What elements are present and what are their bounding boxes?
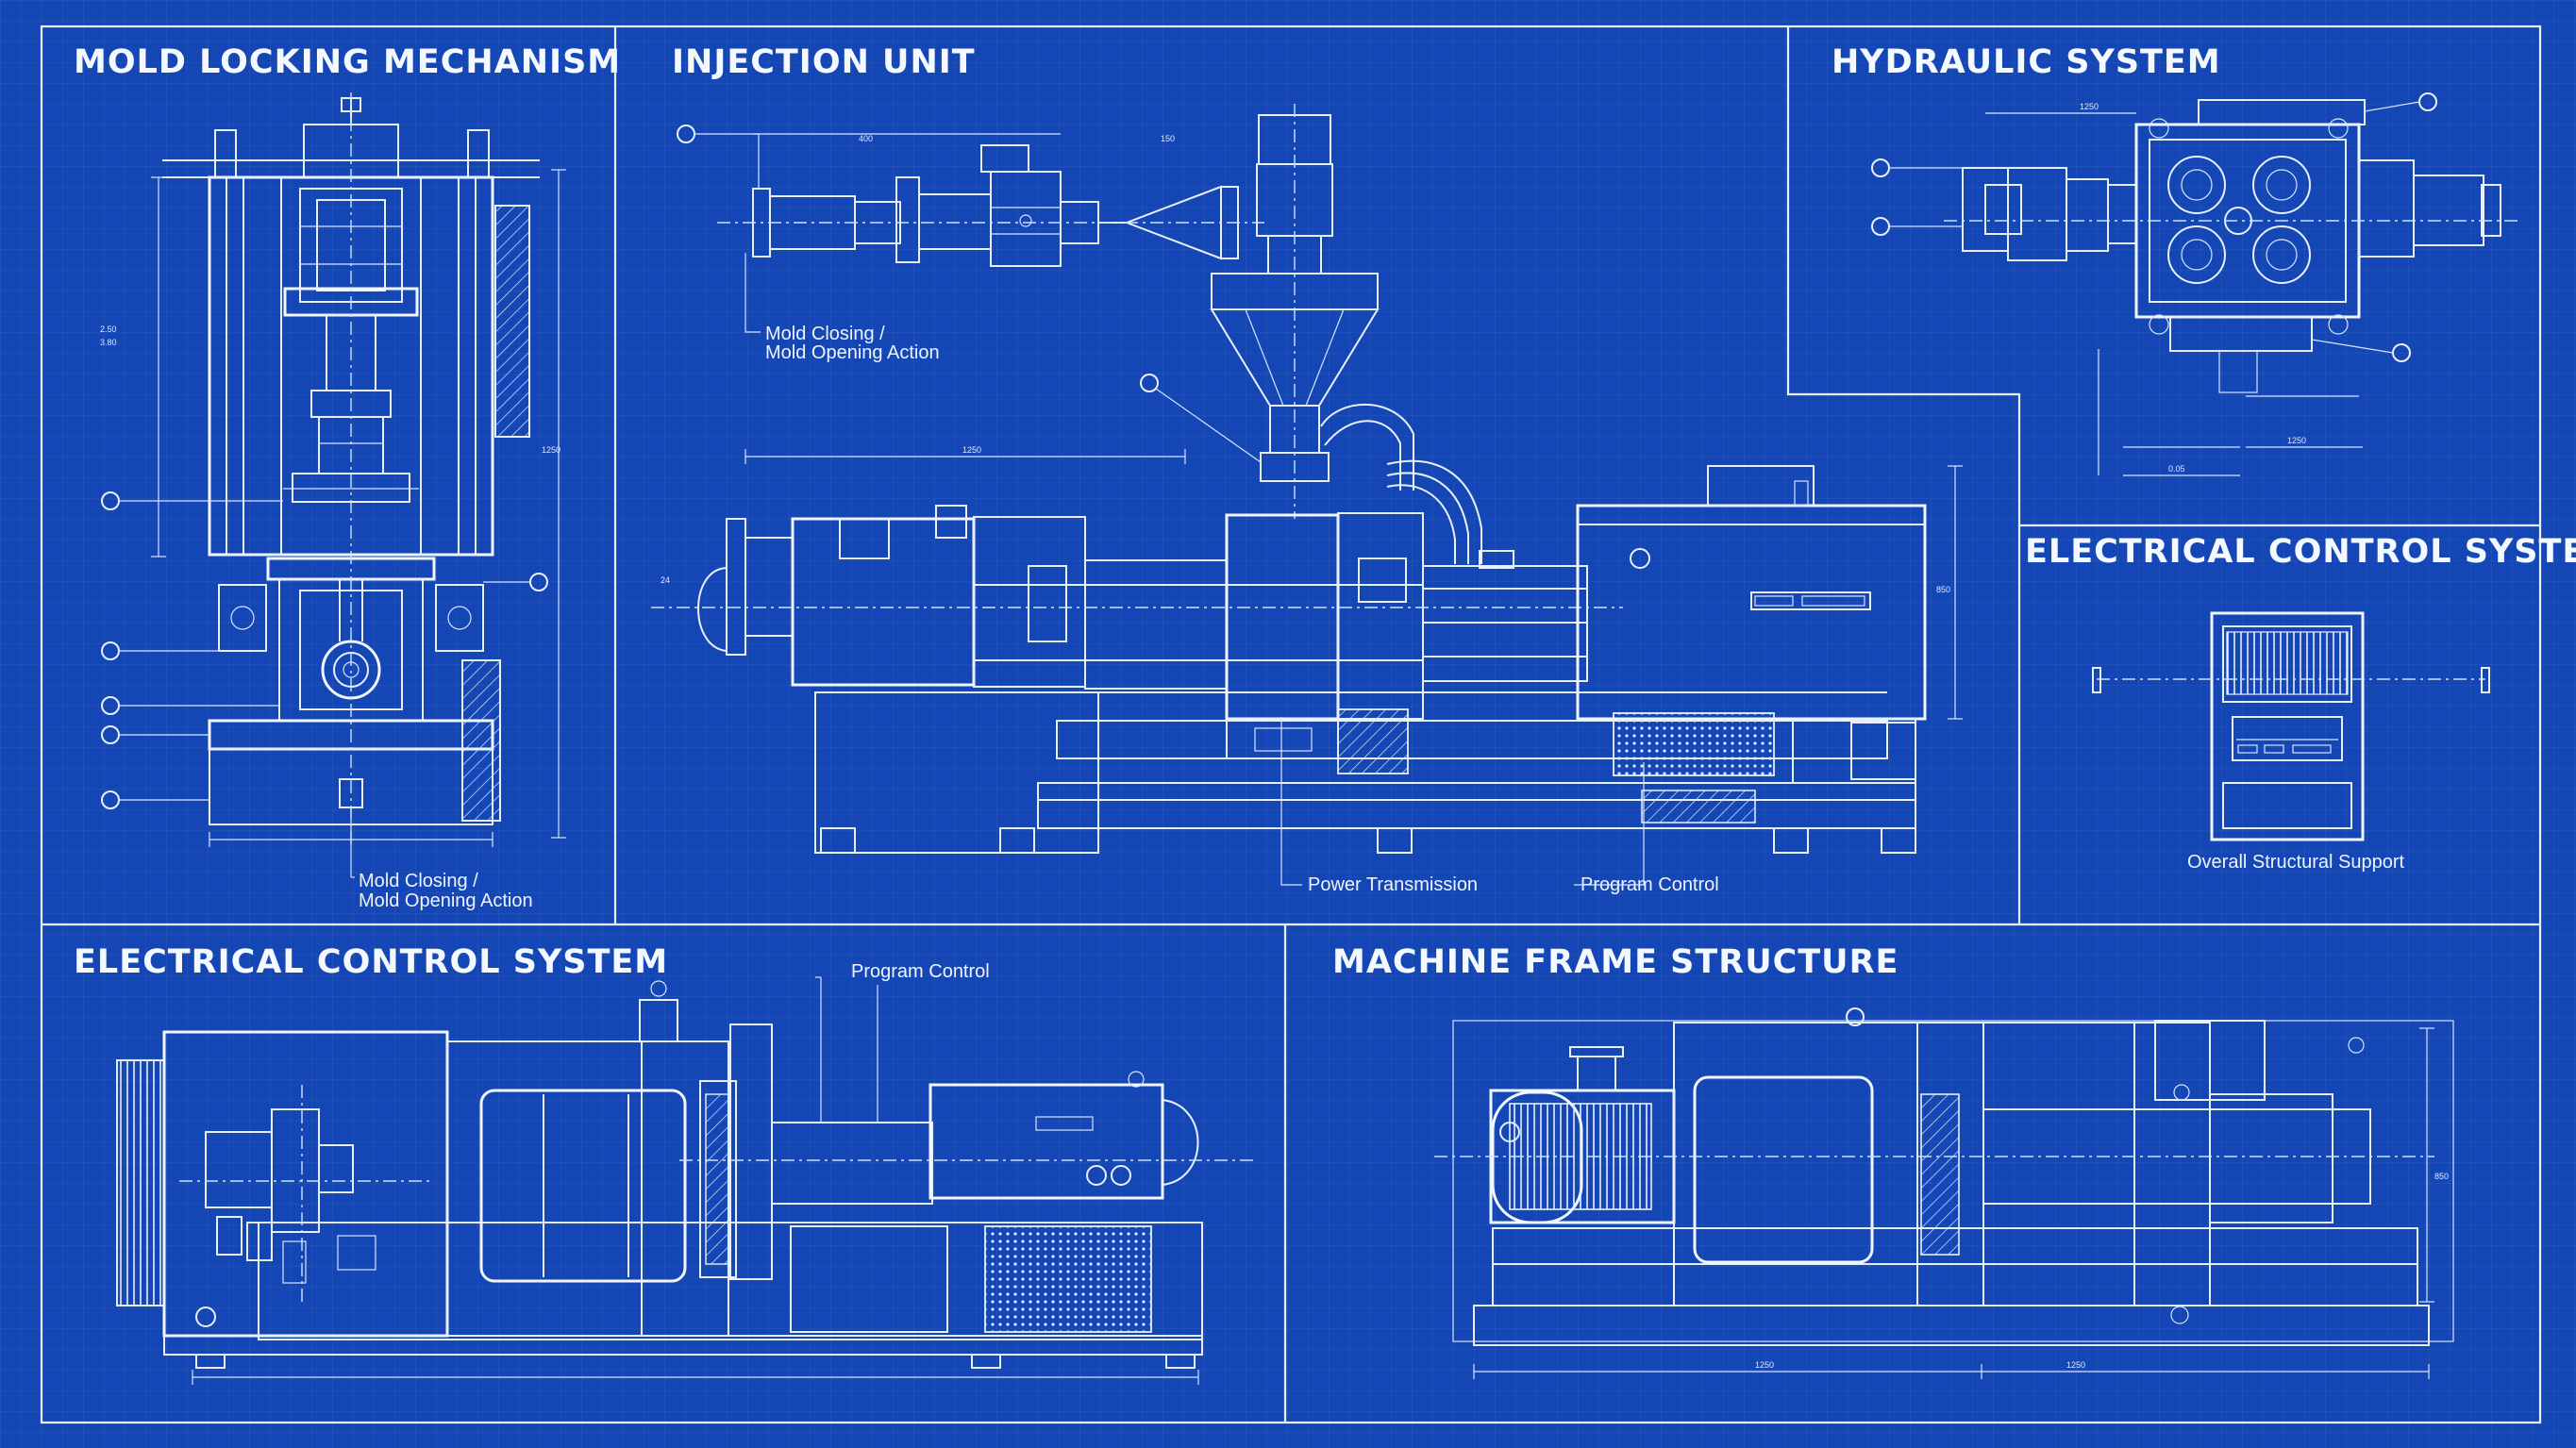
electrical-bottom-drawing xyxy=(116,976,1255,1385)
mold-locking-title: MOLD LOCKING MECHANISM xyxy=(74,43,621,81)
svg-text:1250: 1250 xyxy=(962,445,981,455)
bottom-program-control-caption: Program Control xyxy=(851,961,990,982)
program-control-caption: Program Control xyxy=(1581,874,1719,895)
machine-frame-drawing: 1250 1250 850 xyxy=(1434,1007,2454,1379)
main-barrel: 24 850 xyxy=(651,445,1963,886)
power-transmission-caption: Power Transmission xyxy=(1308,874,1478,895)
svg-text:400: 400 xyxy=(859,134,873,143)
svg-text:24: 24 xyxy=(661,575,670,585)
electrical-right-title: ELECTRICAL CONTROL SYSTEM xyxy=(2025,533,2576,571)
svg-text:1250: 1250 xyxy=(2066,1360,2085,1370)
electrical-right-drawing xyxy=(2092,611,2490,841)
structural-support-caption: Overall Structural Support xyxy=(2187,852,2405,873)
svg-text:2.50: 2.50 xyxy=(100,325,117,334)
svg-text:1250: 1250 xyxy=(542,445,560,455)
electrical-bottom-title: ELECTRICAL CONTROL SYSTEM xyxy=(74,943,668,981)
hydraulic-drawing: 0.05 1250 1250 xyxy=(1871,92,2519,476)
hydraulic-title: HYDRAULIC SYSTEM xyxy=(1832,43,2221,81)
hydraulic-callouts xyxy=(1871,92,2437,362)
svg-text:3.80: 3.80 xyxy=(100,338,117,347)
injection-caption-line2: Mold Opening Action xyxy=(765,342,940,363)
svg-text:1250: 1250 xyxy=(2287,436,2306,445)
injection-caption-line1: Mold Closing / xyxy=(765,324,885,344)
screw-assembly: 400 150 xyxy=(677,125,1264,333)
panel-frames xyxy=(40,25,2542,1424)
machine-frame-title: MACHINE FRAME STRUCTURE xyxy=(1332,943,1899,981)
mold-locking-caption-line1: Mold Closing / xyxy=(359,871,478,891)
injection-unit-drawing: 400 150 xyxy=(651,104,1963,886)
svg-text:150: 150 xyxy=(1161,134,1175,143)
svg-text:1250: 1250 xyxy=(1755,1360,1774,1370)
hopper xyxy=(1140,104,1514,569)
mold-locking-caption-line2: Mold Opening Action xyxy=(359,890,533,911)
mold-locking-drawing: 2.50 3.80 1250 xyxy=(100,92,566,878)
svg-text:850: 850 xyxy=(2434,1172,2449,1181)
svg-text:1250: 1250 xyxy=(2080,102,2099,111)
svg-text:850: 850 xyxy=(1936,585,1950,594)
svg-text:0.05: 0.05 xyxy=(2168,464,2185,474)
injection-unit-title: INJECTION UNIT xyxy=(672,43,976,81)
mold-locking-callouts xyxy=(101,491,548,809)
